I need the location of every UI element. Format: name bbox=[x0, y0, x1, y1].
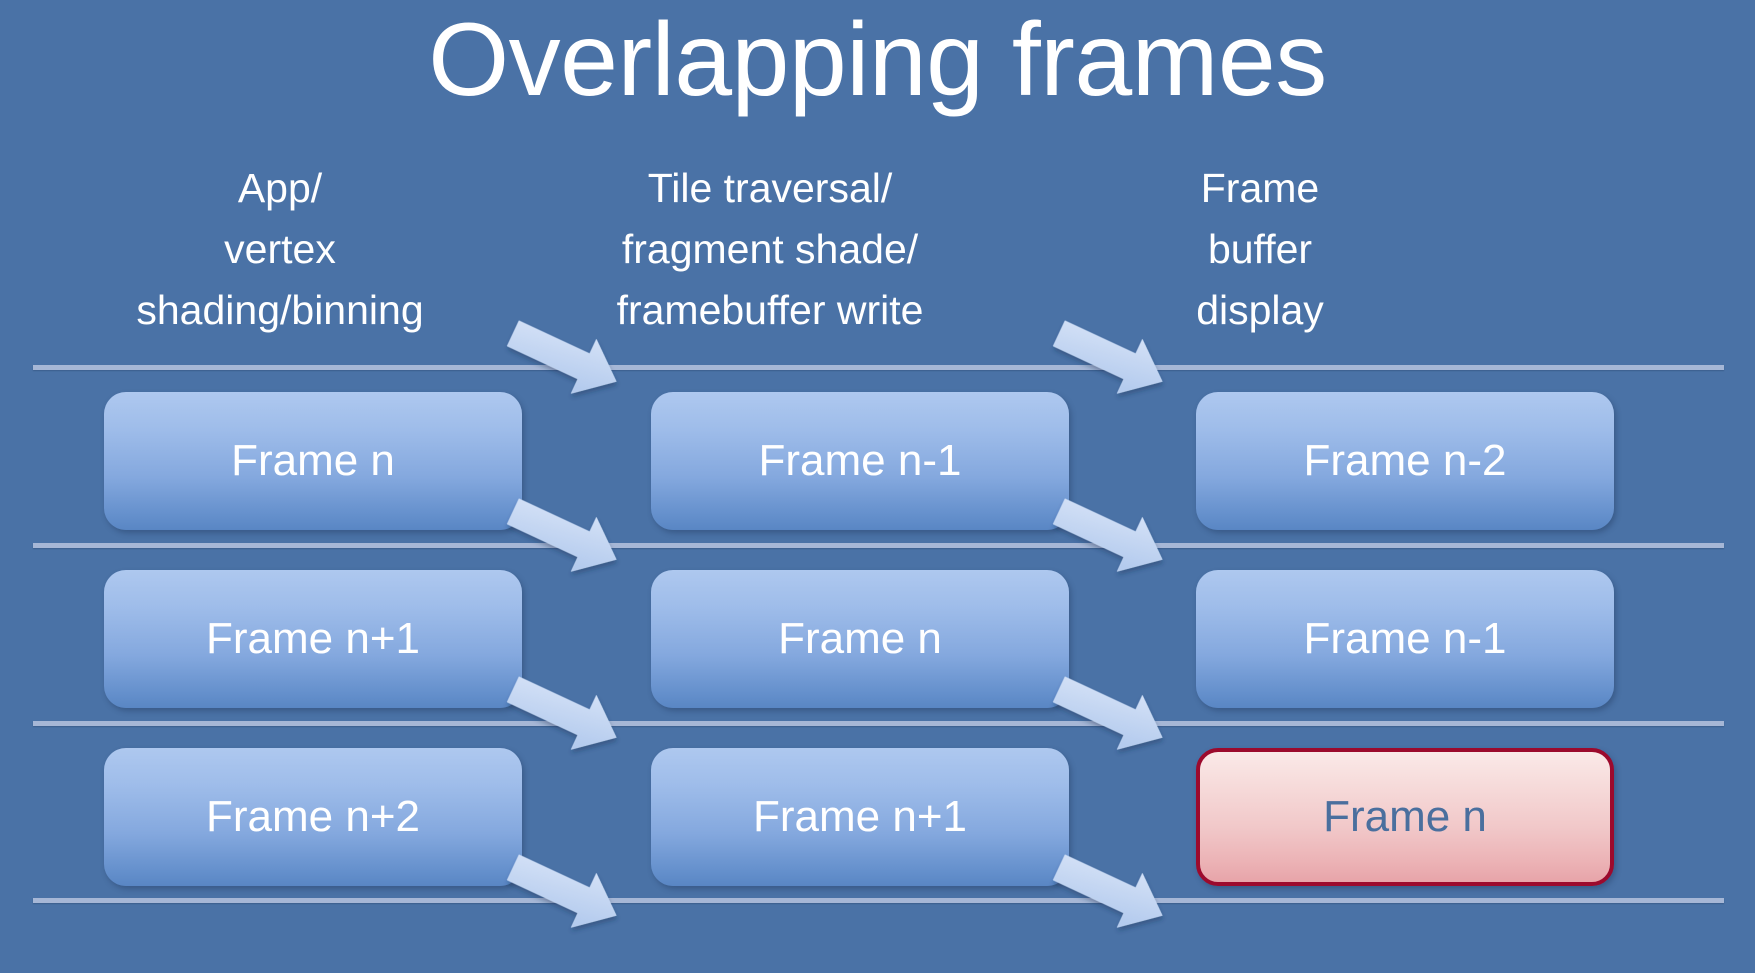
frame-box[interactable]: Frame n-1 bbox=[1196, 570, 1614, 708]
frame-box[interactable]: Frame n-2 bbox=[1196, 392, 1614, 530]
frame-box[interactable]: Frame n+1 bbox=[651, 748, 1069, 886]
column-header-frame-buffer-display: Frame buffer display bbox=[1196, 165, 1324, 333]
frame-box[interactable]: Frame n bbox=[104, 392, 522, 530]
block-arrow-down-right-icon bbox=[506, 496, 648, 572]
frame-box-label: Frame n+2 bbox=[206, 792, 420, 841]
column-header-app-vertex-shading-binning: App/ vertex shading/binning bbox=[136, 165, 424, 333]
block-arrow-down-right-icon bbox=[506, 318, 648, 394]
block-arrow-down-right-icon bbox=[1052, 318, 1194, 394]
frame-box[interactable]: Frame n-1 bbox=[651, 392, 1069, 530]
frame-box-label: Frame n bbox=[778, 614, 942, 663]
frame-box-label: Frame n bbox=[1323, 792, 1487, 841]
frame-box[interactable]: Frame n+2 bbox=[104, 748, 522, 886]
frame-box-label: Frame n+1 bbox=[753, 792, 967, 841]
row-divider-line bbox=[33, 721, 1724, 726]
column-header-tile-traversal-fragment-shade-framebuffer-write: Tile traversal/ fragment shade/ framebuf… bbox=[616, 165, 924, 333]
frame-box-label: Frame n bbox=[231, 436, 395, 485]
frame-box-highlighted[interactable]: Frame n bbox=[1196, 748, 1614, 886]
frame-box-label: Frame n-2 bbox=[1303, 436, 1507, 485]
row-divider-line bbox=[33, 543, 1724, 548]
block-arrow-down-right-icon bbox=[1052, 496, 1194, 572]
block-arrow-down-right-icon bbox=[1052, 674, 1194, 750]
row-divider-line bbox=[33, 365, 1724, 370]
page-title: Overlapping frames bbox=[428, 2, 1327, 118]
block-arrow-down-right-icon bbox=[506, 674, 648, 750]
block-arrow-down-right-icon bbox=[1052, 852, 1194, 928]
frame-box[interactable]: Frame n bbox=[651, 570, 1069, 708]
row-divider-line bbox=[33, 898, 1724, 903]
frame-box[interactable]: Frame n+1 bbox=[104, 570, 522, 708]
block-arrow-down-right-icon bbox=[506, 852, 648, 928]
frame-box-label: Frame n-1 bbox=[758, 436, 962, 485]
frame-box-label: Frame n+1 bbox=[206, 614, 420, 663]
frame-box-label: Frame n-1 bbox=[1303, 614, 1507, 663]
